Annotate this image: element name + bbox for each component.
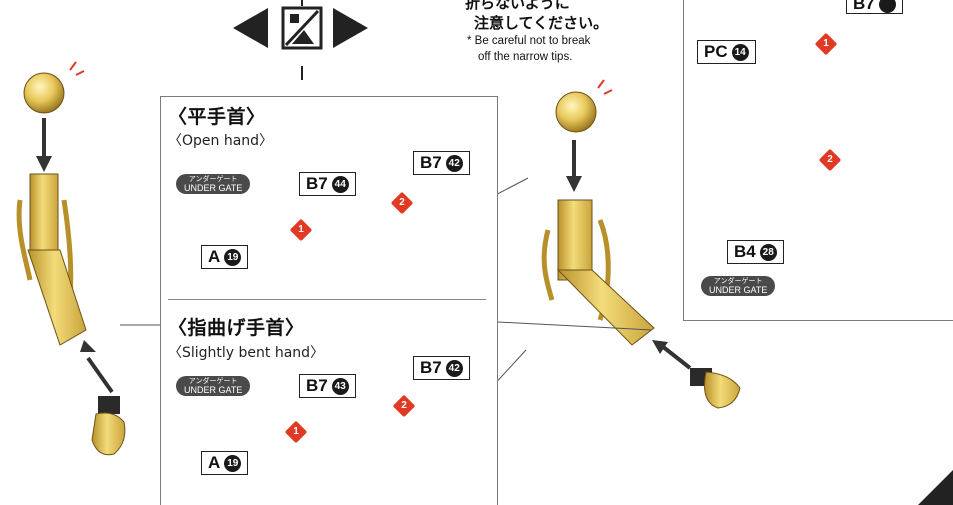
step-number: 2 [827, 154, 833, 165]
under-gate-badge: アンダーゲート UNDER GATE [701, 276, 776, 296]
panel-divider [168, 299, 486, 300]
part-number: 19 [224, 248, 242, 266]
part-number: 14 [731, 43, 749, 61]
under-gate-badge: アンダーゲート UNDER GATE [176, 174, 251, 194]
under-gate-en: UNDER GATE [709, 284, 768, 295]
middle-arm-assembly [541, 79, 741, 409]
step-1-badge: 1 [289, 218, 313, 242]
step-2-badge: 2 [392, 394, 416, 418]
under-gate-badge: アンダーゲート UNDER GATE [176, 376, 251, 396]
step-number: 1 [298, 224, 304, 235]
part-number: 43 [331, 377, 349, 395]
left-arm-assembly [16, 61, 126, 456]
caution-jp-line1: 折らないように [465, 0, 570, 12]
part-code: B7 [853, 0, 875, 13]
part-code: B7 [306, 376, 328, 395]
part-number: 28 [759, 243, 777, 261]
left-right-arrow-icon [233, 0, 368, 80]
caution-en-line2: off the narrow tips. [478, 51, 573, 63]
caution-en-line1: * Be careful not to break [467, 35, 591, 47]
step-2-badge: 2 [818, 148, 842, 172]
step-number: 2 [401, 400, 407, 411]
under-gate-jp: アンダーゲート [713, 277, 763, 285]
part-code: B7 [306, 174, 328, 193]
bent-hand-title: 〈指曲げ手首〉 [168, 317, 305, 339]
part-number: 44 [331, 175, 349, 193]
corner-mark [918, 470, 953, 505]
open-hand-subtitle: 〈Open hand〉 [168, 133, 274, 149]
step-1-badge: 1 [284, 420, 308, 444]
part-code: B7 [420, 153, 442, 172]
step-1-badge: 1 [814, 32, 838, 56]
under-gate-jp: アンダーゲート [188, 377, 238, 385]
part-number: 19 [224, 454, 242, 472]
part-number [878, 0, 896, 13]
part-code: B7 [420, 358, 442, 377]
part-code: PC [704, 42, 728, 61]
step-2-badge: 2 [390, 191, 414, 215]
step-number: 1 [823, 38, 829, 49]
part-number: 42 [445, 359, 463, 377]
open-hand-title: 〈平手首〉 [168, 106, 266, 128]
part-number: 42 [445, 154, 463, 172]
step-number: 2 [399, 197, 405, 208]
under-gate-jp: アンダーゲート [188, 175, 238, 183]
part-code: A [208, 247, 221, 266]
bent-hand-subtitle: 〈Slightly bent hand〉 [168, 345, 325, 361]
under-gate-en: UNDER GATE [184, 384, 243, 395]
right-part-top-label: B7 [846, 0, 903, 14]
part-code: B4 [734, 242, 756, 261]
caution-jp-line2: 注意してください。 [474, 14, 609, 32]
step-number: 1 [293, 426, 299, 437]
under-gate-en: UNDER GATE [184, 182, 243, 193]
part-code: A [208, 453, 221, 472]
